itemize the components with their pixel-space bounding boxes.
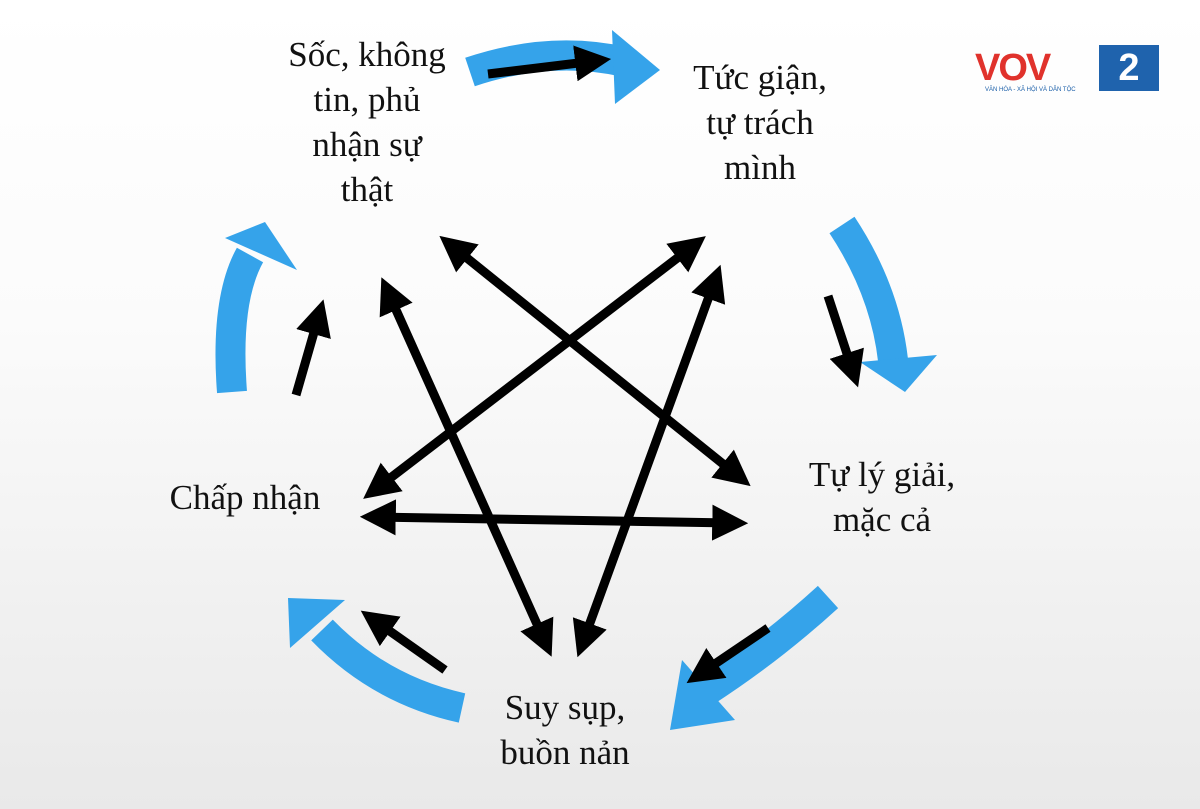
stage-depression: Suy sụp, buồn nản	[500, 685, 629, 775]
cycle-arrow-3	[696, 585, 839, 705]
stage-shock: Sốc, không tin, phủ nhận sự thật	[288, 32, 446, 212]
logo-brand: VOV	[975, 47, 1051, 89]
link-arrow-4	[572, 264, 726, 658]
cycle-arrow-5	[215, 247, 264, 394]
link-arrow-3	[379, 277, 554, 657]
stage-anger-line: tự trách	[706, 103, 814, 142]
vov2-logo: VOV VĂN HÓA - XÃ HỘI VÀ DÂN TỘC 2	[975, 45, 1160, 95]
step-arrow-2	[823, 294, 864, 388]
cycle-arrow-4	[311, 619, 466, 723]
cycle-arrowhead-5	[225, 222, 297, 270]
stage-shock-line: nhận sự	[312, 125, 422, 164]
stage-anger: Tức giận, tự trách mình	[693, 55, 827, 190]
step-arrow-3	[686, 624, 771, 684]
stage-anger-line: mình	[724, 148, 796, 187]
stage-shock-line: tin, phủ	[313, 80, 421, 119]
stage-shock-line: thật	[340, 170, 394, 209]
cycle-arrowhead-1	[612, 30, 660, 104]
stage-anger-line: Tức giận,	[693, 58, 827, 97]
stage-shock-line: Sốc, không	[288, 35, 446, 74]
logo-channel: 2	[1099, 45, 1159, 91]
cycle-arrowhead-2	[860, 355, 937, 392]
stage-depression-line: Suy sụp,	[504, 688, 626, 727]
cycle-arrowhead-4	[288, 598, 345, 648]
link-arrow-1	[439, 235, 751, 487]
stage-acceptance-line: Chấp nhận	[169, 478, 321, 517]
stage-acceptance: Chấp nhận	[170, 475, 321, 520]
step-arrow-5	[291, 299, 331, 397]
link-arrow-5	[359, 499, 749, 541]
stage-depression-line: buồn nản	[500, 733, 630, 772]
stage-bargaining-line: mặc cả	[832, 500, 932, 539]
stage-bargaining-line: Tự lý giải,	[808, 455, 956, 494]
logo-tagline: VĂN HÓA - XÃ HỘI VÀ DÂN TỘC	[985, 87, 1076, 93]
step-arrow-1	[487, 45, 612, 82]
cycle-arrowhead-3	[670, 660, 735, 730]
cycle-arrow-2	[829, 216, 908, 362]
stage-bargaining: Tự lý giải, mặc cả	[809, 452, 955, 542]
